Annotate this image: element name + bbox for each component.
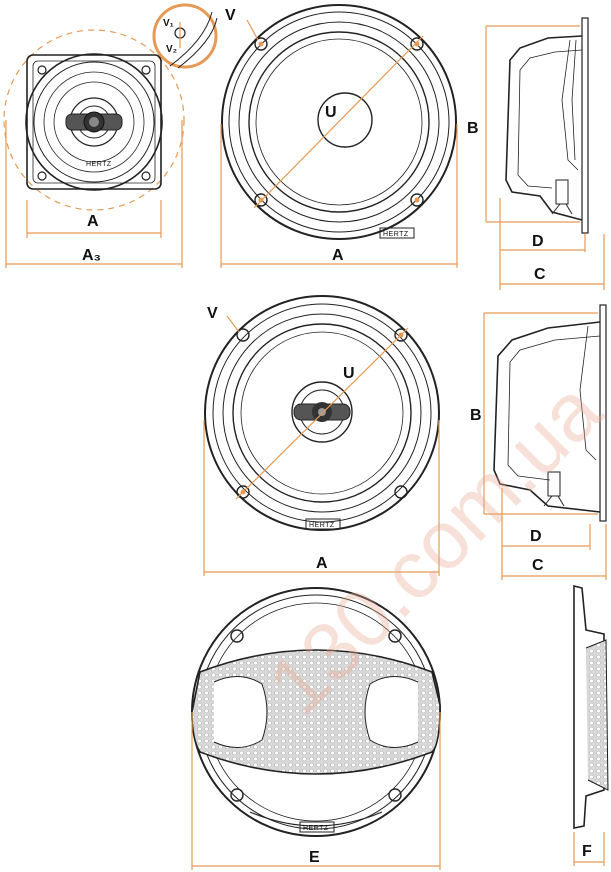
v-label-top: V — [225, 7, 236, 24]
v2-label: V₂ — [166, 44, 177, 55]
dim-c-top: C — [534, 266, 546, 283]
dim-b-mid: B — [470, 407, 482, 424]
middle-speaker-side — [483, 304, 607, 580]
dim-a-mid: A — [316, 555, 328, 572]
bottom-speaker-side — [573, 584, 609, 866]
middle-speaker-front: HERTZ — [204, 295, 440, 531]
dim-a-small: A — [87, 213, 99, 230]
bottom-speaker-dims — [191, 712, 441, 870]
dim-d-top: D — [532, 233, 544, 250]
dim-b-top: B — [467, 120, 479, 137]
brand-logo-top: HERTZ — [383, 231, 409, 238]
top-speaker-front: HERTZ — [221, 4, 457, 240]
dim-a3: A₃ — [82, 247, 101, 264]
brand-logo-bottom: HERTZ — [303, 825, 329, 832]
u-label-mid: U — [343, 365, 355, 382]
dim-d-mid: D — [530, 528, 542, 545]
dim-a-top: A — [332, 247, 344, 264]
dim-f: F — [582, 843, 592, 860]
bottom-speaker-grille: HERTZ — [191, 587, 441, 837]
middle-speaker-dims — [203, 420, 440, 576]
v1-label: V₁ — [163, 18, 174, 29]
top-speaker-side — [485, 17, 605, 290]
dim-e: E — [309, 849, 320, 866]
mounting-hole-detail: V₁ V₂ — [152, 3, 218, 69]
u-label-top: U — [325, 104, 337, 121]
v-label-mid: V — [207, 305, 218, 322]
brand-logo-small: HERTZ — [86, 161, 112, 168]
dim-c-mid: C — [532, 557, 544, 574]
small-speaker-dims — [5, 120, 183, 268]
brand-logo-mid: HERTZ — [309, 522, 335, 529]
small-speaker-front: HERTZ — [3, 29, 185, 211]
top-speaker-dims — [220, 124, 458, 268]
